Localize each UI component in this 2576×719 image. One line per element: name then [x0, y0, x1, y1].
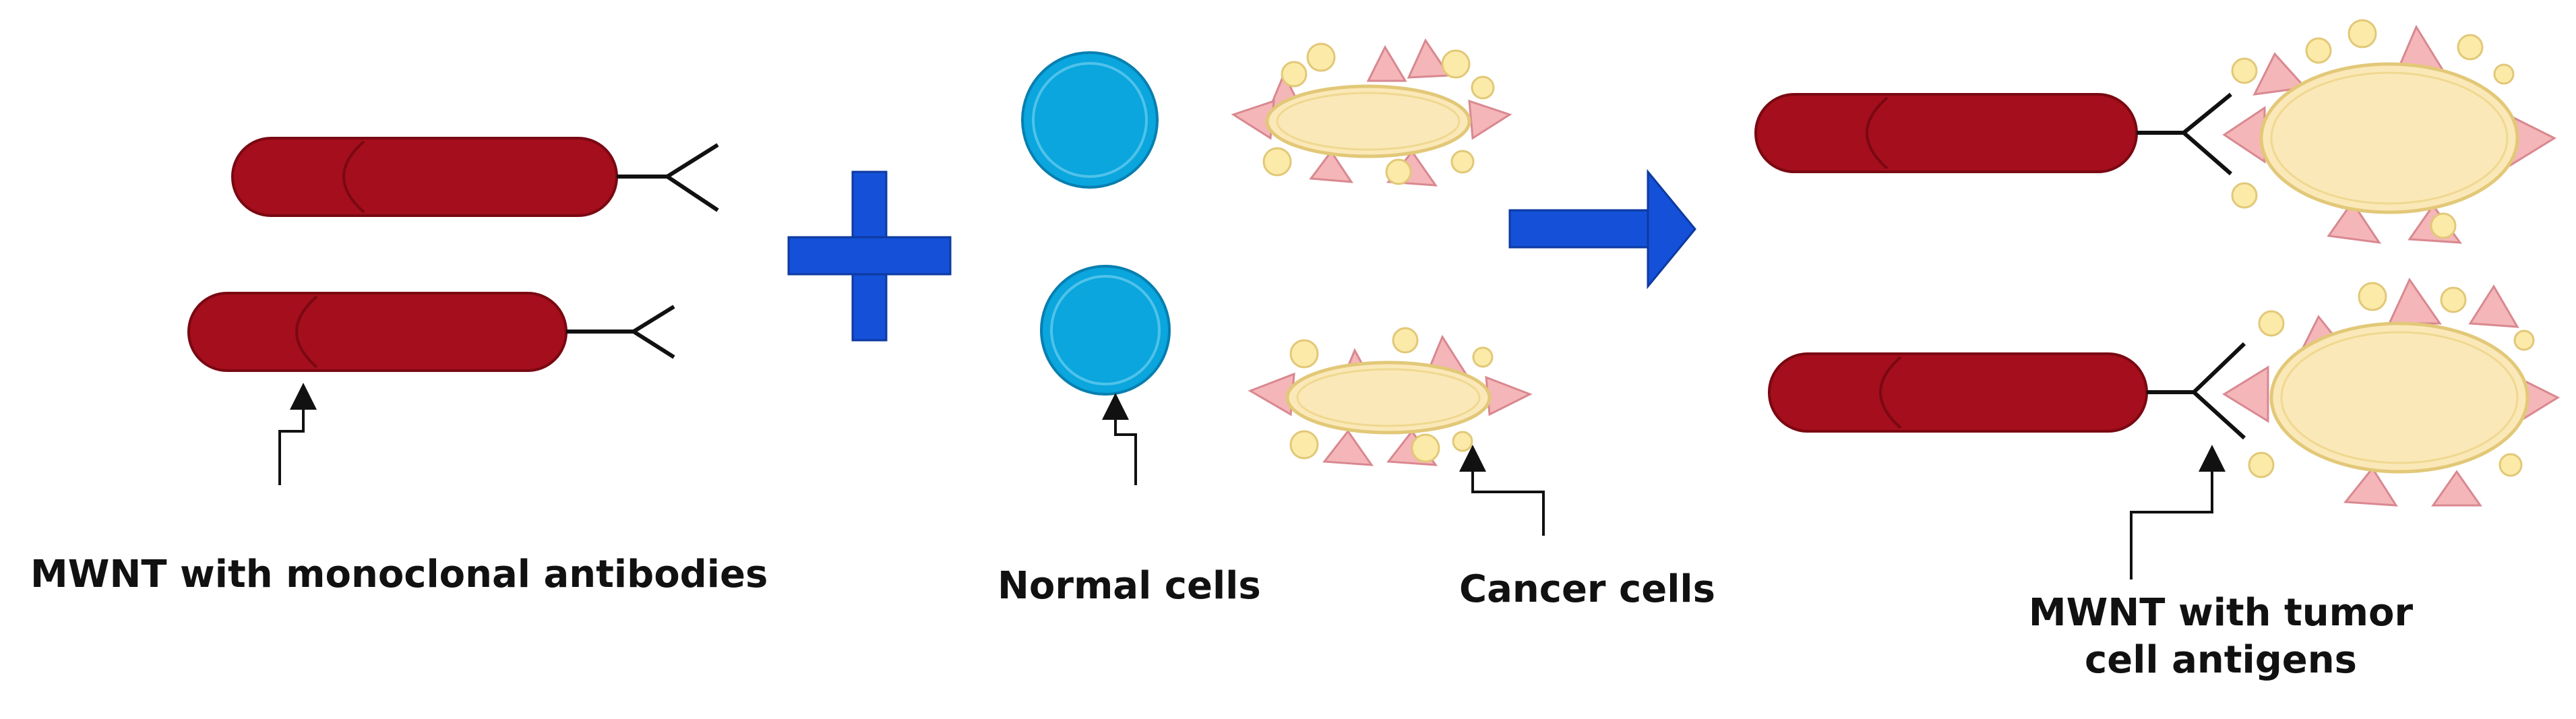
cancer-cell-bottom — [1248, 327, 1533, 466]
pointer-mwnt-tumor — [2130, 445, 2226, 580]
label-mwnt-tumor-line1: MWNT with tumor — [2028, 591, 2414, 635]
bound-complex-top — [1754, 19, 2557, 244]
label-mwnt-antibodies: MWNT with monoclonal antibodies — [30, 553, 768, 596]
pointer-normal-cells — [1102, 393, 1137, 485]
cancer-cell-top — [1231, 38, 1512, 187]
label-normal-cells: Normal cells — [998, 564, 1261, 608]
normal-cell-bottom — [1040, 265, 1171, 396]
mwnt-antibody-bottom — [187, 292, 675, 372]
normal-cell-top — [1021, 51, 1159, 189]
label-mwnt-tumor-line2: cell antigens — [2085, 638, 2357, 682]
reaction-arrow — [1508, 168, 1696, 290]
label-mwnt-tumor-antigens: MWNT with tumor cell antigens — [2029, 590, 2413, 684]
label-cancer-cells: Cancer cells — [1459, 567, 1715, 611]
mwnt-antibody-top — [231, 137, 719, 217]
pointer-mwnt-antibodies — [278, 383, 317, 485]
pointer-cancer-cells — [1459, 445, 1545, 536]
plus-operator — [787, 170, 952, 342]
bound-complex-bottom — [1768, 277, 2560, 507]
